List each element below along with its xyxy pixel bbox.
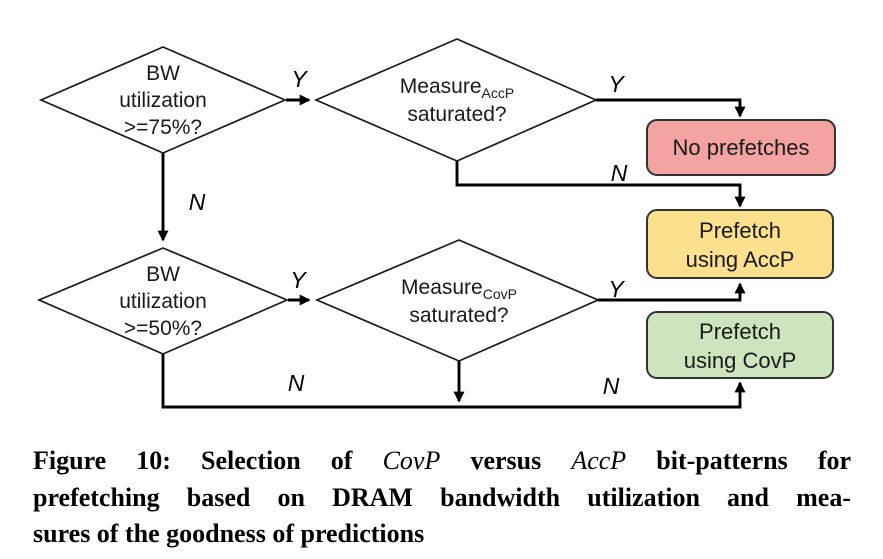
decision-bw-utilization-50: [36, 247, 290, 355]
no-prefetches-label: No prefetches: [673, 135, 810, 160]
label-yes-measure-covp: Y: [608, 276, 625, 302]
caption-covp-term: CovP: [382, 446, 441, 475]
bw50-label-line2: utilization: [119, 290, 207, 313]
measure-accp-label-line1: MeasureAccP: [400, 75, 514, 101]
outcome-prefetch-covp-box: [646, 311, 834, 379]
prefetch-covp-label-line1: Prefetch: [699, 319, 781, 344]
decision-bw-utilization-75: [38, 46, 288, 154]
outcome-no-prefetches-box: [646, 119, 836, 176]
flowchart-outcomes: [646, 119, 836, 379]
measure-covp-main: Measure: [401, 276, 483, 299]
measure-covp-label-line1: MeasureCovP: [401, 276, 517, 302]
figure-caption: Figure 10: Selection of CovP versus AccP…: [33, 443, 851, 553]
measure-covp-label-line2: saturated?: [409, 304, 508, 327]
edge-measure-accp-yes-to-no-prefetches: [596, 98, 746, 118]
decision-measure-accp-saturated: [313, 38, 599, 162]
caption-line-1: Figure 10: Selection of CovP versus AccP…: [33, 443, 851, 480]
label-yes-measure-accp: Y: [608, 71, 625, 97]
label-yes-bw50: Y: [290, 267, 307, 293]
measure-accp-label-line2: saturated?: [407, 103, 506, 126]
caption-line-2: prefetching based on DRAM bandwidth util…: [33, 482, 851, 512]
caption-text-3: bit-patterns for: [656, 446, 852, 475]
caption-text-2: versus: [470, 446, 542, 475]
decision-measure-covp-saturated: [314, 239, 601, 362]
prefetch-accp-label-line2: using AccP: [686, 247, 795, 272]
caption-text-1: Figure 10: Selection of: [33, 446, 353, 475]
caption-line-3: sures of the goodness of predictions: [33, 519, 425, 548]
label-no-measure-accp: N: [611, 160, 628, 186]
edge-measure-accp-no-to-prefetch-accp: [455, 161, 746, 208]
flowchart-edges: [157, 94, 746, 409]
outcome-prefetch-accp-box: [646, 209, 834, 279]
caption-accp-term: AccP: [571, 446, 627, 475]
bw50-label-line3: >=50%?: [124, 317, 202, 340]
bw75-label-line2: utilization: [119, 89, 207, 112]
flowchart-canvas: BW utilization >=75%? MeasureAccP satura…: [36, 38, 836, 409]
bw75-label-line1: BW: [146, 62, 180, 85]
label-yes-bw75: Y: [291, 66, 308, 92]
prefetch-accp-label-line1: Prefetch: [699, 218, 781, 243]
measure-accp-subscript: AccP: [482, 85, 515, 101]
bw50-label-line1: BW: [146, 263, 180, 286]
label-no-bw75: N: [189, 189, 206, 215]
measure-covp-subscript: CovP: [483, 286, 517, 302]
prefetch-covp-label-line2: using CovP: [684, 348, 797, 373]
bw75-label-line3: >=75%?: [124, 116, 202, 139]
label-no-bw50: N: [288, 370, 305, 396]
edge-measure-covp-yes-to-prefetch-accp: [598, 282, 746, 302]
measure-accp-main: Measure: [400, 75, 482, 98]
label-no-measure-covp: N: [603, 373, 620, 399]
flowchart-decisions: [36, 38, 601, 362]
edge-bw50-no-to-prefetch-covp: [161, 354, 746, 409]
